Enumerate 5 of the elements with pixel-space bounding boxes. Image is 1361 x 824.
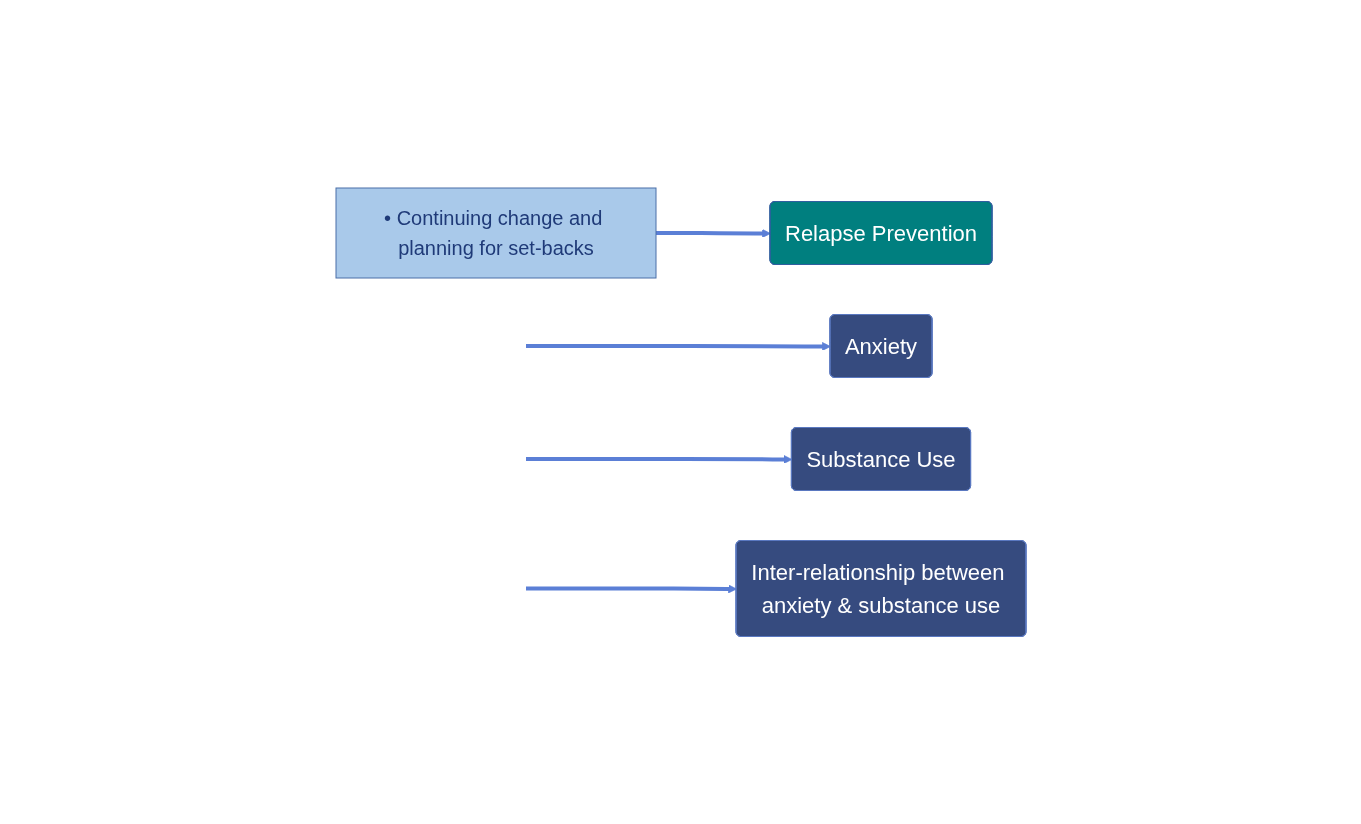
arrow	[525, 454, 792, 464]
arrow	[525, 341, 831, 351]
arrow	[525, 584, 737, 594]
node-box: • Continuing change and planning for set-backs	[335, 187, 656, 279]
arrow	[655, 228, 771, 238]
